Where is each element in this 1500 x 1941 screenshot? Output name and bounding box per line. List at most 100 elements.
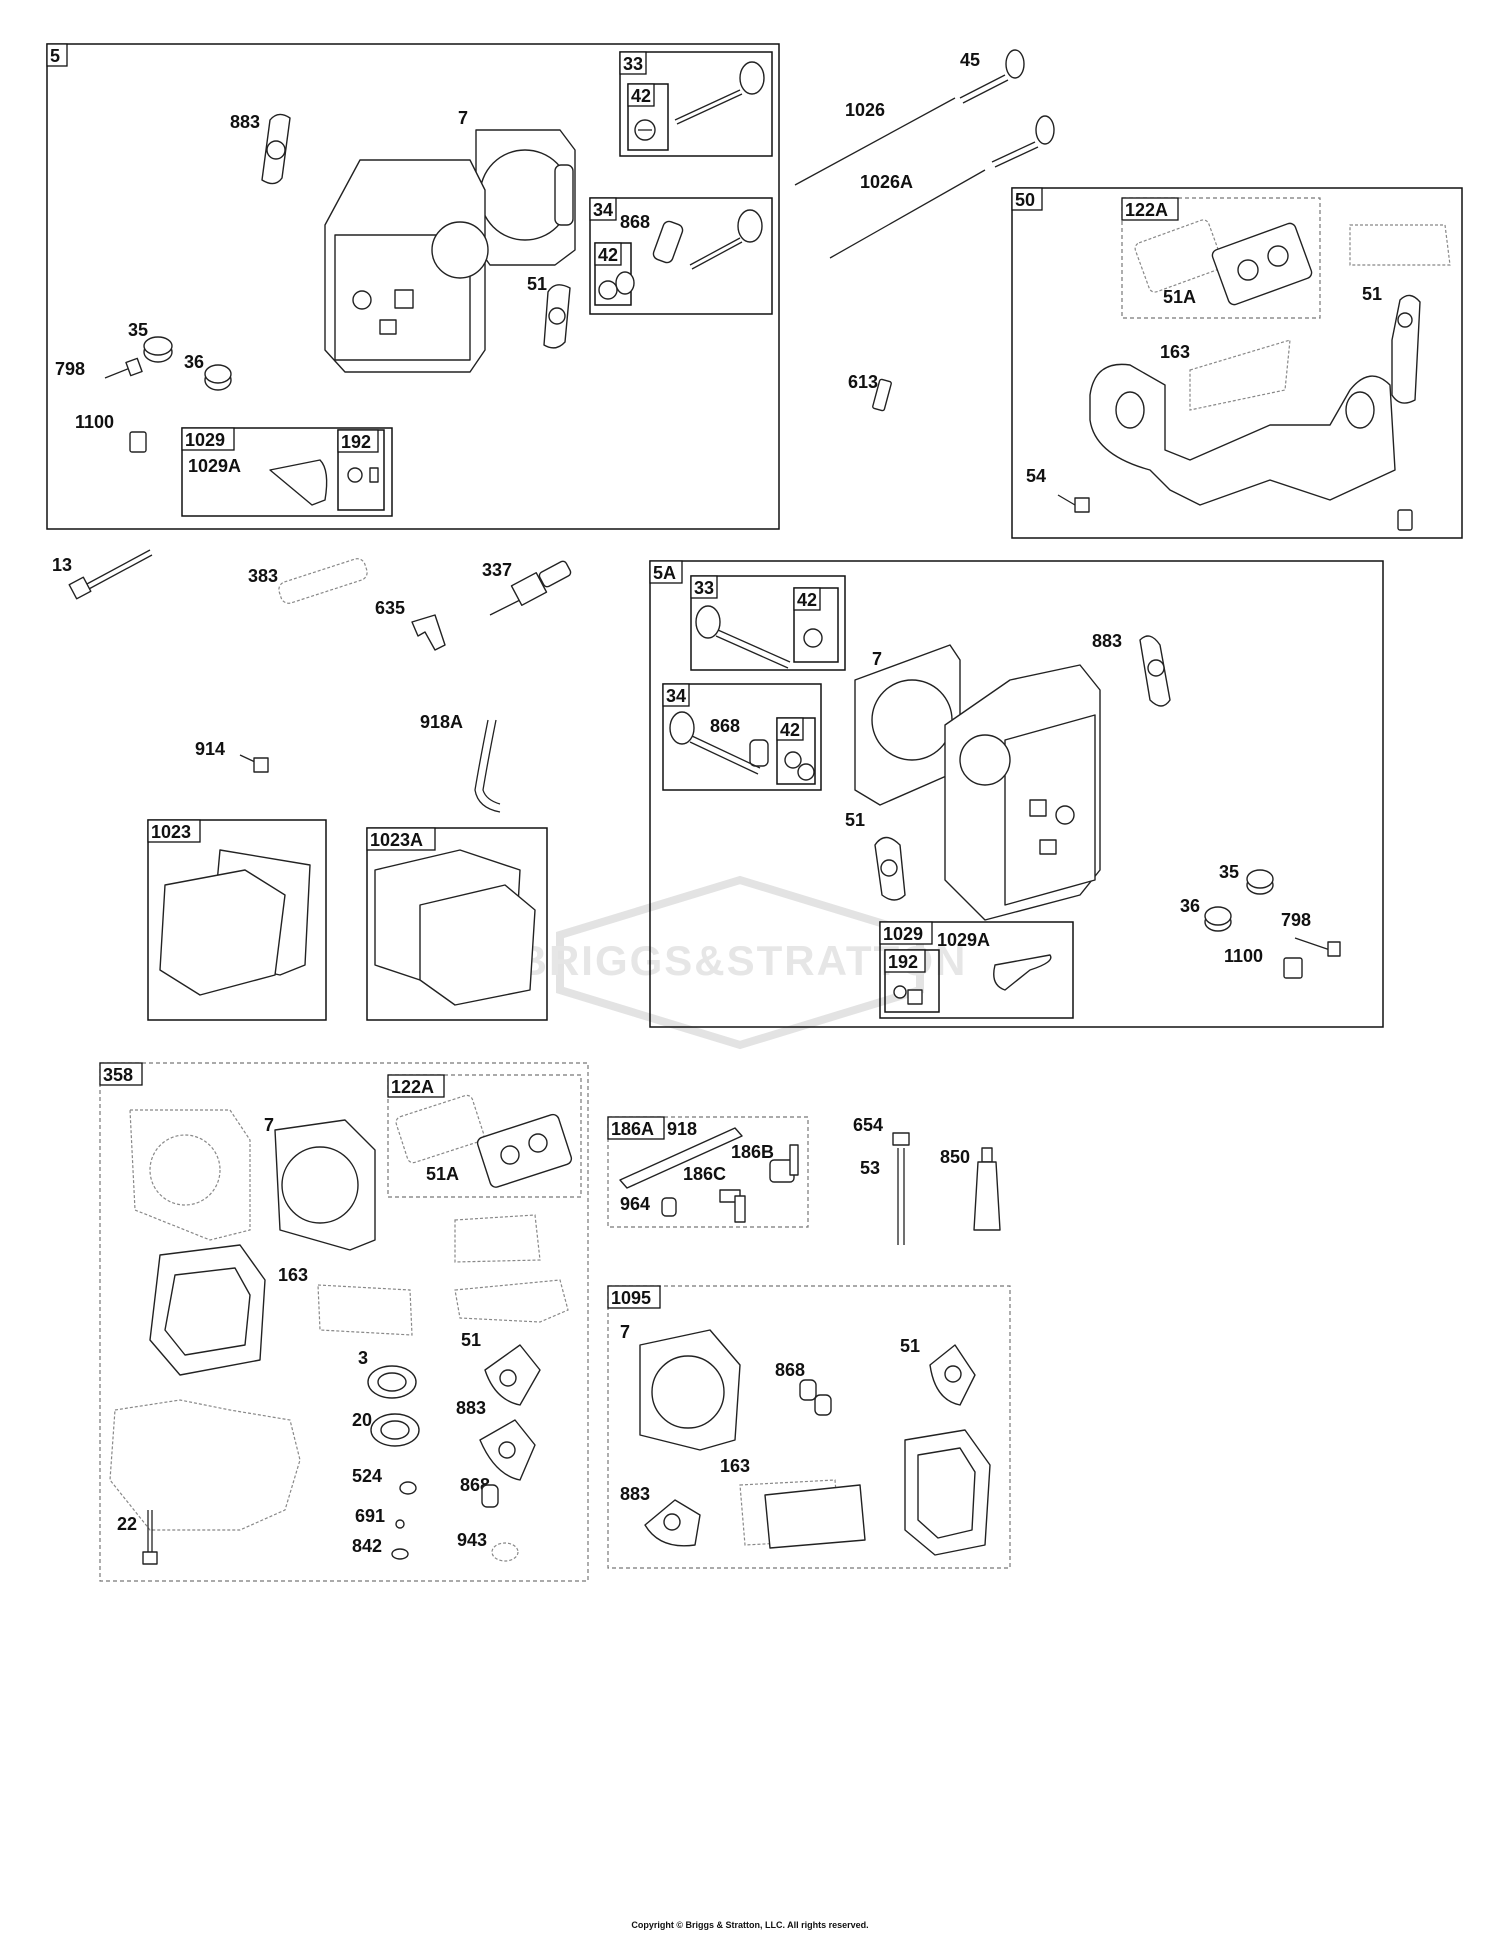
callout-34: 34 [593, 200, 613, 220]
seal-20-part [370, 1413, 420, 1447]
valve-keeper-part [598, 280, 618, 300]
callout-186c: 186C [683, 1164, 726, 1184]
callout-883: 883 [620, 1484, 650, 1504]
boot-635-part [411, 614, 446, 651]
group-42-tag [793, 587, 821, 611]
group-122a-tag [1121, 197, 1179, 221]
callout-691: 691 [355, 1506, 385, 1526]
group-186A-frame [607, 1116, 809, 1228]
callout-850: 850 [940, 1147, 970, 1167]
callout-53: 53 [860, 1158, 880, 1178]
copyright-footer: Copyright © Briggs & Stratton, LLC. All … [631, 1920, 869, 1930]
nut-1100-part [1283, 957, 1303, 979]
gasket-883-part [1139, 635, 1171, 707]
callout-5a: 5A [653, 563, 676, 583]
screw-798-part [1294, 937, 1341, 957]
group-33-frame [619, 51, 773, 157]
gasket-122A-part [1134, 219, 1224, 293]
group-358-tag [99, 1062, 143, 1086]
tube-918-part [619, 1127, 743, 1189]
callout-918: 918 [667, 1119, 697, 1139]
group-42-tag [627, 83, 655, 107]
callout-524: 524 [352, 1466, 382, 1486]
group-122A-frame [1121, 197, 1321, 319]
group-1095-frame [607, 1285, 1011, 1569]
ring-524-part [399, 1481, 417, 1495]
valve-cover-gasket-part [149, 1244, 266, 1376]
cylinder-head-part [944, 664, 1101, 921]
callout-122a: 122A [1125, 200, 1168, 220]
gasket-51-part [874, 836, 906, 901]
head-gasket-part [854, 644, 961, 806]
callout-1029: 1029 [185, 430, 225, 450]
callout-22: 22 [117, 1514, 137, 1534]
pushrod-1026A-part [829, 169, 986, 259]
group-5a-tag [649, 560, 683, 584]
callout-163: 163 [1160, 342, 1190, 362]
callout-868: 868 [775, 1360, 805, 1380]
group-34-frame [589, 197, 773, 315]
spring-36-part [204, 364, 232, 391]
callout-33: 33 [623, 54, 643, 74]
nut-1100-part [129, 431, 147, 453]
group-1095-tag [607, 1285, 661, 1309]
group-1023-frame [147, 819, 327, 1021]
group-5-cylinder-head-assembly: 5 33 42 34 868 42 883 [46, 43, 780, 530]
callout-42: 42 [598, 245, 618, 265]
callout-1026a: 1026A [860, 172, 913, 192]
callout-51: 51 [845, 810, 865, 830]
intake-manifold-part [1089, 363, 1396, 506]
group-34-tag [662, 683, 690, 707]
callout-383: 383 [248, 566, 278, 586]
group-42-tag [594, 242, 622, 266]
sealant-tube-850-part [973, 1147, 1001, 1231]
gasket-51-part [543, 284, 571, 349]
fitting-613-part [872, 378, 892, 412]
callout-163: 163 [278, 1265, 308, 1285]
group-1029-frame [181, 427, 393, 517]
callout-1029: 1029 [883, 924, 923, 944]
callout-1029a: 1029A [937, 930, 990, 950]
group-1029-tag [879, 921, 933, 945]
ring-943-part [491, 1542, 519, 1562]
callout-36: 36 [184, 352, 204, 372]
intake-valve-part [669, 711, 761, 775]
group-186a-tag [607, 1116, 665, 1140]
group-1023a-tag [366, 827, 436, 851]
exhaust-valve-part [695, 605, 791, 669]
callout-51: 51 [1362, 284, 1382, 304]
ring-691-part [395, 1519, 405, 1529]
callout-34: 34 [666, 686, 686, 706]
callout-1095: 1095 [611, 1288, 651, 1308]
spring-36-part [1204, 906, 1232, 932]
gasket-122A-part [395, 1094, 485, 1164]
valve-keeper-part [634, 119, 656, 141]
spring-35-part [1246, 869, 1274, 895]
group-34-frame [662, 683, 822, 791]
callout-1100: 1100 [75, 412, 114, 432]
gasket-shaped-part [454, 1279, 569, 1323]
callout-51a: 51A [1163, 287, 1196, 307]
group-5-frame [46, 43, 780, 530]
valve-45-part [959, 49, 1025, 104]
callout-186a: 186A [611, 1119, 654, 1139]
callout-50: 50 [1015, 190, 1035, 210]
gasket-51-part [929, 1344, 976, 1406]
callout-7: 7 [872, 649, 882, 669]
seal-868-part [799, 1379, 832, 1416]
gasket-outline-part [454, 1214, 541, 1263]
group-34-tag [589, 197, 617, 221]
callout-45: 45 [960, 50, 980, 70]
valve-1026-part [991, 115, 1055, 168]
group-5-tag [46, 43, 68, 67]
group-192-tag [884, 949, 926, 973]
group-50-frame [1011, 187, 1463, 539]
callout-20: 20 [352, 1410, 372, 1430]
keeper-part [803, 628, 823, 648]
ring-842-part [391, 1548, 409, 1560]
group-50-tag [1011, 187, 1043, 211]
crankcase-gasket-part [109, 1399, 301, 1531]
callout-186b: 186B [731, 1142, 774, 1162]
clamp-383-part [278, 558, 368, 604]
